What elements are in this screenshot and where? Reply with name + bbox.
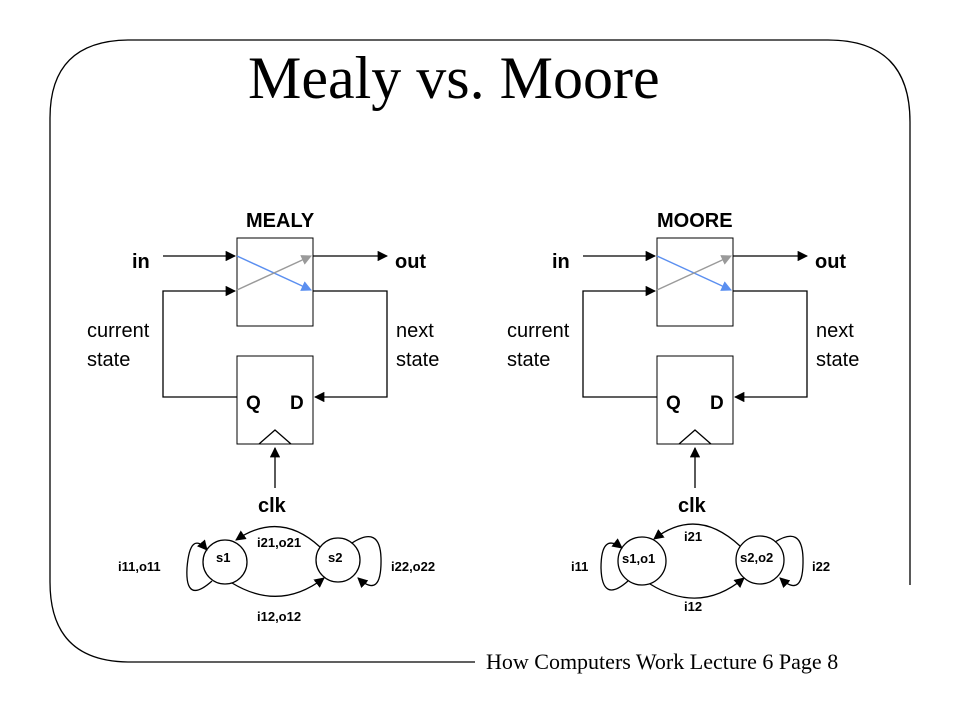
moore-fsm: s1,o1 s2,o2 i21 i12 i11 i22 xyxy=(571,523,830,614)
moore-q-label: Q xyxy=(666,393,681,414)
mealy-edge-top-label: i21,o21 xyxy=(257,535,301,550)
mealy-next-label: next state xyxy=(396,320,439,371)
mealy-self-loop-s2 xyxy=(351,536,382,589)
moore-edge-top-label: i21 xyxy=(684,529,702,544)
moore-state-s2-label: s2,o2 xyxy=(740,550,773,565)
mealy-out-label: out xyxy=(395,251,426,273)
mealy-edge-bottom-label: i12,o12 xyxy=(257,609,301,624)
mealy-in-label: in xyxy=(132,251,150,273)
mealy-self-loop-s1 xyxy=(186,539,213,592)
moore-self-b-label: i22 xyxy=(812,559,830,574)
mealy-current-label: current state xyxy=(87,320,155,371)
mealy-edge-bottom xyxy=(231,577,325,597)
moore-gray-cross xyxy=(656,255,732,291)
moore-state-s1 xyxy=(617,536,667,586)
moore-logic-block xyxy=(656,237,734,327)
moore-next-label: next state xyxy=(816,320,859,371)
moore-heading: MOORE xyxy=(657,210,733,232)
mealy-gray-cross xyxy=(236,255,312,291)
slide-frame xyxy=(49,39,911,663)
mealy-edge-top xyxy=(235,526,321,548)
moore-edge-top xyxy=(653,523,741,547)
mealy-fsm: s1 s2 i21,o21 i12,o12 i11,o11 i22,o22 xyxy=(118,526,435,624)
moore-self-loop-s1 xyxy=(600,538,629,591)
moore-panel: MOORE in out current state next state Q … xyxy=(507,210,859,614)
mealy-self-a-label: i11,o11 xyxy=(118,559,161,574)
moore-out-label: out xyxy=(815,251,846,273)
moore-self-loop-s2 xyxy=(774,535,804,589)
mealy-clk-label: clk xyxy=(258,495,287,517)
moore-in-label: in xyxy=(552,251,570,273)
moore-state-s2 xyxy=(735,535,785,585)
moore-clk-label: clk xyxy=(678,495,707,517)
moore-edge-bottom-label: i12 xyxy=(684,599,702,614)
slide-footer: How Computers Work Lecture 6 Page 8 xyxy=(486,649,838,674)
mealy-self-b-label: i22,o22 xyxy=(391,559,435,574)
mealy-current-state-wire xyxy=(162,285,237,398)
moore-d-label: D xyxy=(710,393,724,414)
mealy-panel: MEALY in out current state next state Q … xyxy=(87,210,439,624)
mealy-d-label: D xyxy=(290,393,304,414)
mealy-heading: MEALY xyxy=(246,210,315,232)
moore-next-state-wire xyxy=(733,290,808,403)
slide-title: Mealy vs. Moore xyxy=(248,45,660,111)
mealy-state-s2-label: s2 xyxy=(328,550,342,565)
mealy-logic-block xyxy=(236,237,314,327)
mealy-state-s1 xyxy=(202,539,248,585)
moore-current-label: current state xyxy=(507,320,575,371)
moore-self-a-label: i11 xyxy=(571,559,588,574)
mealy-clock-triangle xyxy=(258,429,292,445)
mealy-state-s1-label: s1 xyxy=(216,550,230,565)
moore-current-state-wire xyxy=(582,285,657,398)
moore-clock-triangle xyxy=(678,429,712,445)
moore-edge-bottom xyxy=(649,577,745,599)
mealy-next-state-wire xyxy=(313,290,388,403)
mealy-state-s2 xyxy=(315,537,361,583)
mealy-q-label: Q xyxy=(246,393,261,414)
moore-state-s1-label: s1,o1 xyxy=(622,551,655,566)
